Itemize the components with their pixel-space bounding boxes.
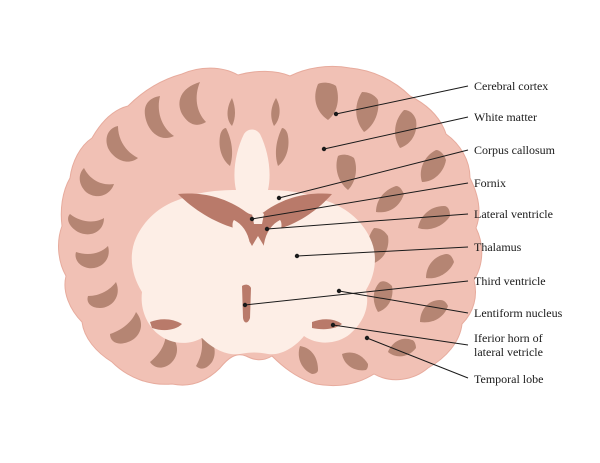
leader-third-ventricle (244, 280, 469, 306)
sulci-group (68, 82, 454, 374)
leader-lateral-ventricle (266, 213, 469, 230)
inferior-horn-left (150, 319, 182, 331)
label-cerebral-cortex: Cerebral cortex (474, 79, 549, 93)
leader-inferior-horn (332, 324, 469, 346)
leader-lentiform-nucleus (338, 290, 469, 314)
leader-lines (244, 85, 469, 379)
label-lateral-ventricle: Lateral ventricle (474, 207, 553, 221)
inferior-horn-right (312, 319, 342, 330)
leader-dots (242, 111, 370, 341)
label-thalamus: Thalamus (474, 240, 522, 254)
leader-cerebral-cortex (335, 85, 469, 115)
lateral-ventricle-region (232, 220, 282, 270)
leader-white-matter (323, 116, 469, 150)
label-temporal-lobe: Temporal lobe (474, 372, 544, 386)
leader-fornix (251, 182, 469, 220)
label-fornix: Fornix (474, 176, 507, 190)
label-white-matter: White matter (474, 110, 537, 124)
label-third-ventricle: Third ventricle (474, 274, 546, 288)
leader-temporal-lobe (366, 337, 469, 379)
leader-thalamus (296, 246, 469, 257)
label-lentiform-nucleus: Lentiform nucleus (474, 306, 563, 320)
label-inferior-horn: Iferior horn of lateral vetricle (474, 331, 543, 359)
label-corpus-callosum: Corpus callosum (474, 143, 555, 157)
leader-corpus-callosum (278, 149, 469, 199)
